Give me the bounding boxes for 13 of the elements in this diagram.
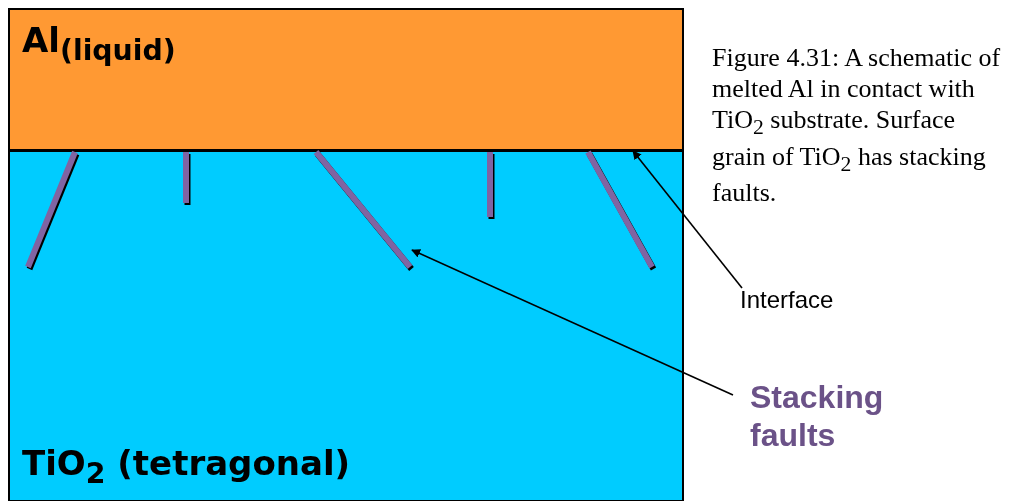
callout-label: Stacking faults	[750, 378, 920, 455]
stacking-fault-bar	[313, 150, 414, 271]
layer-label: Al$_{(liquid)}$	[22, 20, 176, 67]
leader-line	[411, 249, 734, 396]
stacking-fault-bar	[25, 150, 80, 271]
layer-label: TiO$_{2}$ (tetragonal)	[22, 443, 351, 490]
stacking-fault-bar	[183, 152, 191, 205]
figure-caption: Figure 4.31: A schematic of melted Al in contact with TiO$_{2}$ substrate. Surface grain of TiO$_{2}$ has stacking faults.	[712, 42, 1002, 208]
substrate-layer	[8, 150, 684, 501]
callout-label: Interface	[740, 286, 834, 315]
stacking-fault-bar	[585, 150, 657, 271]
liquid-layer	[8, 8, 684, 151]
stacking-fault-bar	[487, 152, 495, 219]
